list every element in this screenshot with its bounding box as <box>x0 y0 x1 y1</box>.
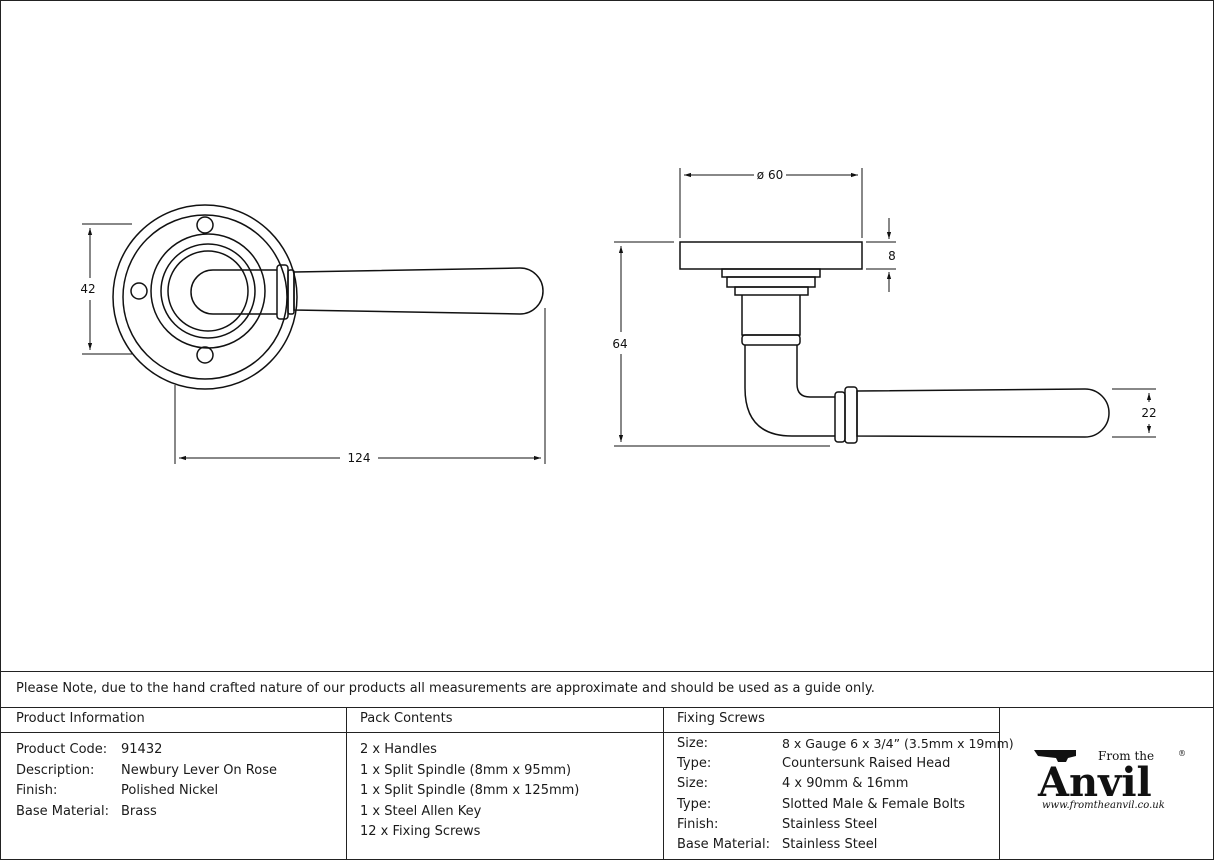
bolt-size-label: Size: <box>677 776 709 791</box>
bolt-size-value: 4 x 90mm & 16mm <box>782 776 909 791</box>
lever-neck <box>190 269 277 315</box>
description-label: Description: <box>16 763 95 778</box>
header-divider <box>0 732 999 733</box>
product-information-header: Product Information <box>16 711 145 726</box>
logo-registered: ® <box>1178 749 1186 758</box>
dimension-lever-thickness: 22 <box>1141 406 1156 420</box>
technical-drawing: 42 124 ø 60 8 64 22 <box>80 168 1157 465</box>
screw-base-material-label: Base Material: <box>677 837 770 852</box>
lever-handle <box>293 267 544 315</box>
pack-contents-header: Pack Contents <box>360 711 453 726</box>
dimension-rose-thickness: 8 <box>888 249 896 263</box>
screw-size-value: 8 x Gauge 6 x 3/4” (3.5mm x 19mm) <box>782 736 1014 751</box>
measurement-note: Please Note, due to the hand crafted nat… <box>16 681 875 696</box>
boss-outer <box>150 233 266 349</box>
logo-from-the: From the <box>1098 749 1154 763</box>
side-lever-handle <box>856 388 1110 438</box>
fixing-screws-header: Fixing Screws <box>677 711 765 726</box>
pack-item: 1 x Split Spindle (8mm x 125mm) <box>360 783 580 798</box>
screw-type-value: Countersunk Raised Head <box>782 756 951 771</box>
bolt-type-label: Type: <box>677 797 712 812</box>
column-divider <box>663 707 664 859</box>
bolt-type-value: Slotted Male & Female Bolts <box>782 797 966 812</box>
pack-item: 1 x Split Spindle (8mm x 95mm) <box>360 763 572 778</box>
table-top-border <box>0 671 1213 672</box>
pack-item: 1 x Steel Allen Key <box>360 804 482 819</box>
screw-hole-left <box>130 282 148 300</box>
logo-brand: Anvil <box>1037 759 1152 806</box>
screw-type-label: Type: <box>677 756 712 771</box>
screw-size-label: Size: <box>677 736 709 751</box>
lever-bend-inner <box>796 345 835 398</box>
side-view <box>679 241 1110 444</box>
base-material-value: Brass <box>121 804 157 819</box>
anvil-icon <box>1034 750 1076 762</box>
logo-url: www.fromtheanvil.co.uk <box>1042 800 1165 811</box>
front-view <box>112 204 544 390</box>
rose-plate <box>679 241 863 270</box>
product-code-label: Product Code: <box>16 742 108 757</box>
dimension-length: 124 <box>348 451 371 465</box>
column-divider <box>346 707 347 859</box>
screw-hole-bottom <box>196 346 214 364</box>
pack-item: 2 x Handles <box>360 742 437 757</box>
screw-finish-label: Finish: <box>677 817 719 832</box>
from-the-anvil-logo: From the ® Anvil www.fromtheanvil.co.uk <box>1034 749 1186 811</box>
dimension-projection: 64 <box>612 337 627 351</box>
pack-item: 12 x Fixing Screws <box>360 824 481 839</box>
side-collar <box>834 391 846 443</box>
screw-finish-value: Stainless Steel <box>782 817 878 832</box>
lever-bend-outer <box>744 345 835 437</box>
note-divider <box>0 707 1213 708</box>
rose-outer-ring <box>112 204 298 390</box>
dimension-height: 42 <box>80 282 95 296</box>
rose-inner-ring <box>122 214 288 380</box>
finish-value: Polished Nickel <box>121 783 219 798</box>
base-material-label: Base Material: <box>16 804 109 819</box>
product-code-value: 91432 <box>121 742 163 757</box>
finish-label: Finish: <box>16 783 58 798</box>
column-divider <box>999 707 1000 859</box>
dimension-rose-diameter: ø 60 <box>757 168 783 182</box>
screw-base-material-value: Stainless Steel <box>782 837 878 852</box>
description-value: Newbury Lever On Rose <box>121 763 277 778</box>
shank <box>741 295 801 336</box>
screw-hole-top <box>196 216 214 234</box>
